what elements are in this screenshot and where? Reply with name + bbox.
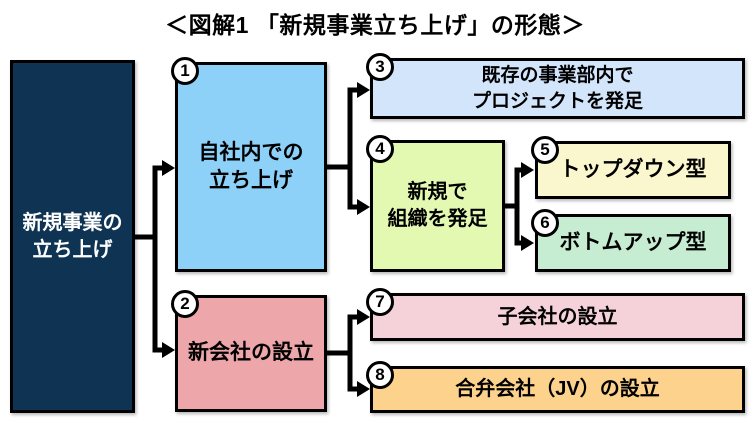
number-badge-4: 4 <box>366 135 394 163</box>
number-badge-2: 2 <box>171 290 199 318</box>
arrowheads-root <box>162 160 175 358</box>
node-label: 新会社の設立 <box>188 341 314 365</box>
connector-1-to-3-4 <box>327 87 358 210</box>
node-subsidiary: 7 子会社の設立 <box>366 288 745 341</box>
number-badge-8: 8 <box>366 361 394 389</box>
node-label: 新規事業の 立ち上げ <box>22 211 123 261</box>
node-label: 新規で 組織を発足 <box>387 181 488 230</box>
number-badge-1: 1 <box>171 57 199 85</box>
number-badge-3: 3 <box>366 53 394 81</box>
node-top-down: 5 トップダウン型 <box>531 136 731 199</box>
node-label: トップダウン型 <box>559 157 707 181</box>
connector-4-to-5-6 <box>505 167 522 246</box>
node-new-organization: 4 新規で 組織を発足 <box>366 135 505 272</box>
node-new-business-launch: 新規事業の 立ち上げ <box>10 60 135 413</box>
node-bottom-up: 6 ボトムアップ型 <box>531 209 731 272</box>
node-new-company: 2 新会社の設立 <box>171 290 327 412</box>
number-badge-7: 7 <box>366 288 394 316</box>
number-badge-5: 5 <box>531 136 559 164</box>
node-joint-venture: 8 合弁会社（JV）の設立 <box>366 361 745 413</box>
node-existing-division-project: 3 既存の事業部内で プロジェクトを発足 <box>366 53 745 119</box>
diagram-title: ＜図解1 「新規事業立ち上げ」の形態＞ <box>165 12 585 38</box>
connector-2-to-7-8 <box>327 314 358 392</box>
connector-root-to-1-2 <box>135 165 163 353</box>
number-badge-6: 6 <box>531 209 559 237</box>
arrowheads-2 <box>357 309 370 397</box>
node-label: 子会社の設立 <box>497 305 618 328</box>
node-label: 合弁会社（JV）の設立 <box>455 378 660 400</box>
arrowheads-4 <box>521 162 534 251</box>
node-inhouse-launch: 1 自社内での 立ち上げ <box>171 57 327 272</box>
node-label: 既存の事業部内で プロジェクトを発足 <box>471 64 643 112</box>
node-label: 自社内での 立ち上げ <box>198 140 304 192</box>
node-label: ボトムアップ型 <box>559 230 707 254</box>
